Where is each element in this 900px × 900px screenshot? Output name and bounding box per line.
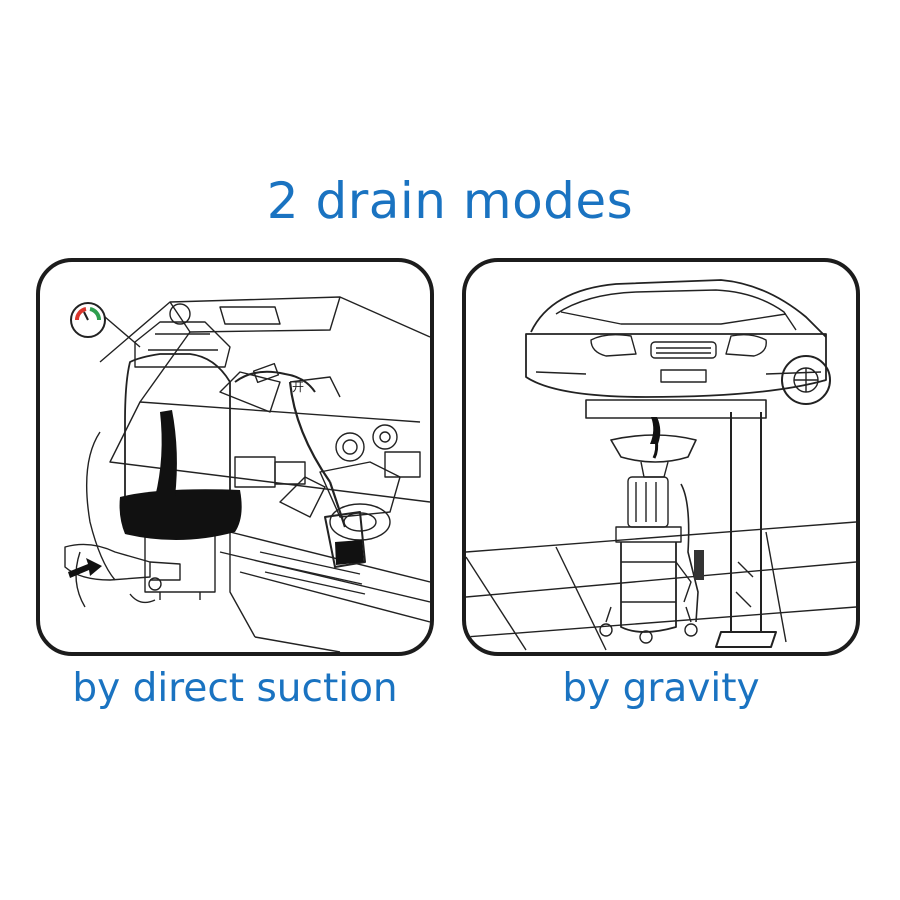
caption-direct-suction: by direct suction [72, 666, 398, 711]
suction-line-drawing [64, 296, 430, 652]
page-title: 2 drain modes [266, 172, 634, 230]
gravity-illustration-panel [462, 258, 860, 656]
gravity-line-drawing [466, 279, 856, 651]
suction-illustration-panel: 开 [36, 258, 434, 656]
gauge-label: 开 [292, 380, 305, 394]
caption-gravity: by gravity [562, 666, 760, 711]
